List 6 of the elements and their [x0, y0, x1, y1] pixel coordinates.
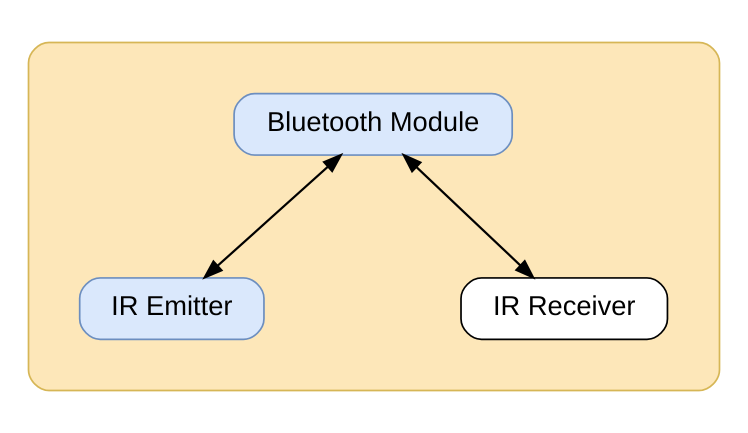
- node-box: Bluetooth Module: [233, 92, 514, 156]
- arrow: [401, 152, 536, 280]
- cluster: [28, 42, 720, 392]
- node-box: IR Emitter: [78, 277, 265, 340]
- node-box: IR Receiver: [460, 277, 668, 340]
- arrow: [202, 152, 344, 280]
